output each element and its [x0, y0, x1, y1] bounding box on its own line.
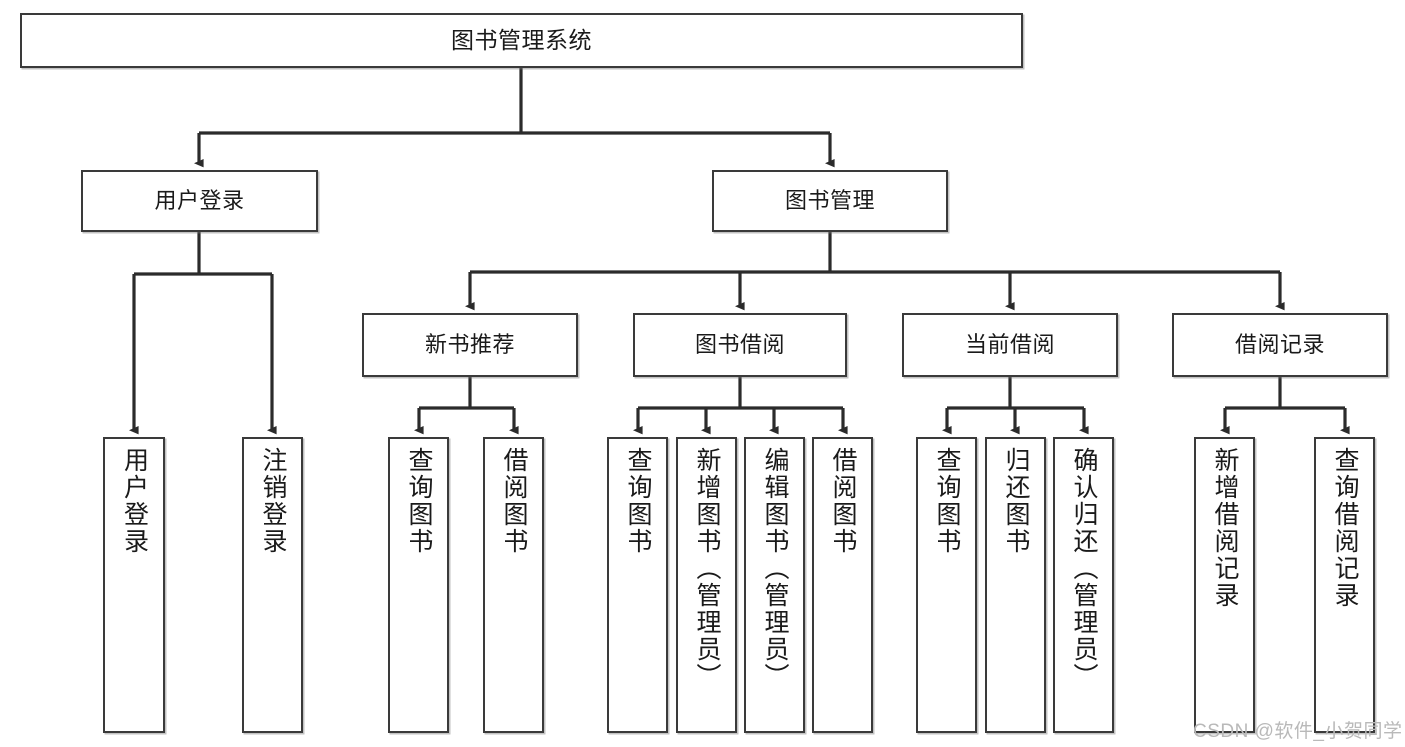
node-label: 当前借阅: [964, 332, 1055, 358]
node-leaf-borrow-book-1[interactable]: 借阅图书: [483, 437, 544, 733]
node-leaf-borrow-book-2[interactable]: 借阅图书: [812, 437, 873, 733]
node-label: 借阅图书: [500, 447, 528, 555]
csdn-watermark: CSDN @软件_小贺同学: [1193, 721, 1403, 742]
node-borrow-record[interactable]: 借阅记录: [1172, 313, 1388, 377]
node-label: 新书推荐: [424, 332, 515, 358]
node-label: 图书借阅: [694, 332, 785, 358]
node-leaf-confirm-return[interactable]: 确认归还（管理员）: [1053, 437, 1114, 733]
node-leaf-query-book-2[interactable]: 查询图书: [607, 437, 668, 733]
node-label: 查询图书: [624, 447, 652, 555]
node-user-login[interactable]: 用户登录: [81, 170, 318, 232]
node-label: 归还图书: [1002, 447, 1030, 555]
node-label: 编辑图书（管理员）: [761, 447, 789, 690]
node-book-manage[interactable]: 图书管理: [712, 170, 948, 232]
node-leaf-edit-book[interactable]: 编辑图书（管理员）: [744, 437, 805, 733]
node-label: 查询图书: [933, 447, 961, 555]
node-label: 新增图书（管理员）: [693, 447, 721, 690]
node-root-system[interactable]: 图书管理系统: [20, 13, 1023, 68]
node-new-book-recommend[interactable]: 新书推荐: [362, 313, 578, 377]
node-label: 借阅图书: [829, 447, 857, 555]
node-leaf-return-book[interactable]: 归还图书: [985, 437, 1046, 733]
node-label: 新增借阅记录: [1211, 447, 1239, 609]
node-leaf-query-book-3[interactable]: 查询图书: [916, 437, 977, 733]
node-label: 查询借阅记录: [1331, 447, 1359, 609]
node-label: 图书管理系统: [451, 26, 592, 53]
node-leaf-add-book[interactable]: 新增图书（管理员）: [676, 437, 737, 733]
node-leaf-user-logout[interactable]: 注销登录: [242, 437, 303, 733]
node-leaf-user-login[interactable]: 用户登录: [103, 437, 165, 733]
node-leaf-query-book-1[interactable]: 查询图书: [388, 437, 449, 733]
node-current-borrow[interactable]: 当前借阅: [902, 313, 1118, 377]
node-leaf-add-record[interactable]: 新增借阅记录: [1194, 437, 1255, 733]
node-label: 注销登录: [259, 447, 287, 555]
node-label: 借阅记录: [1234, 332, 1325, 358]
node-label: 确认归还（管理员）: [1070, 447, 1098, 690]
node-label: 用户登录: [154, 188, 245, 214]
node-label: 用户登录: [120, 447, 149, 555]
node-book-borrow[interactable]: 图书借阅: [633, 313, 847, 377]
node-label: 图书管理: [784, 188, 875, 214]
node-leaf-query-record[interactable]: 查询借阅记录: [1314, 437, 1375, 733]
node-label: 查询图书: [405, 447, 433, 555]
